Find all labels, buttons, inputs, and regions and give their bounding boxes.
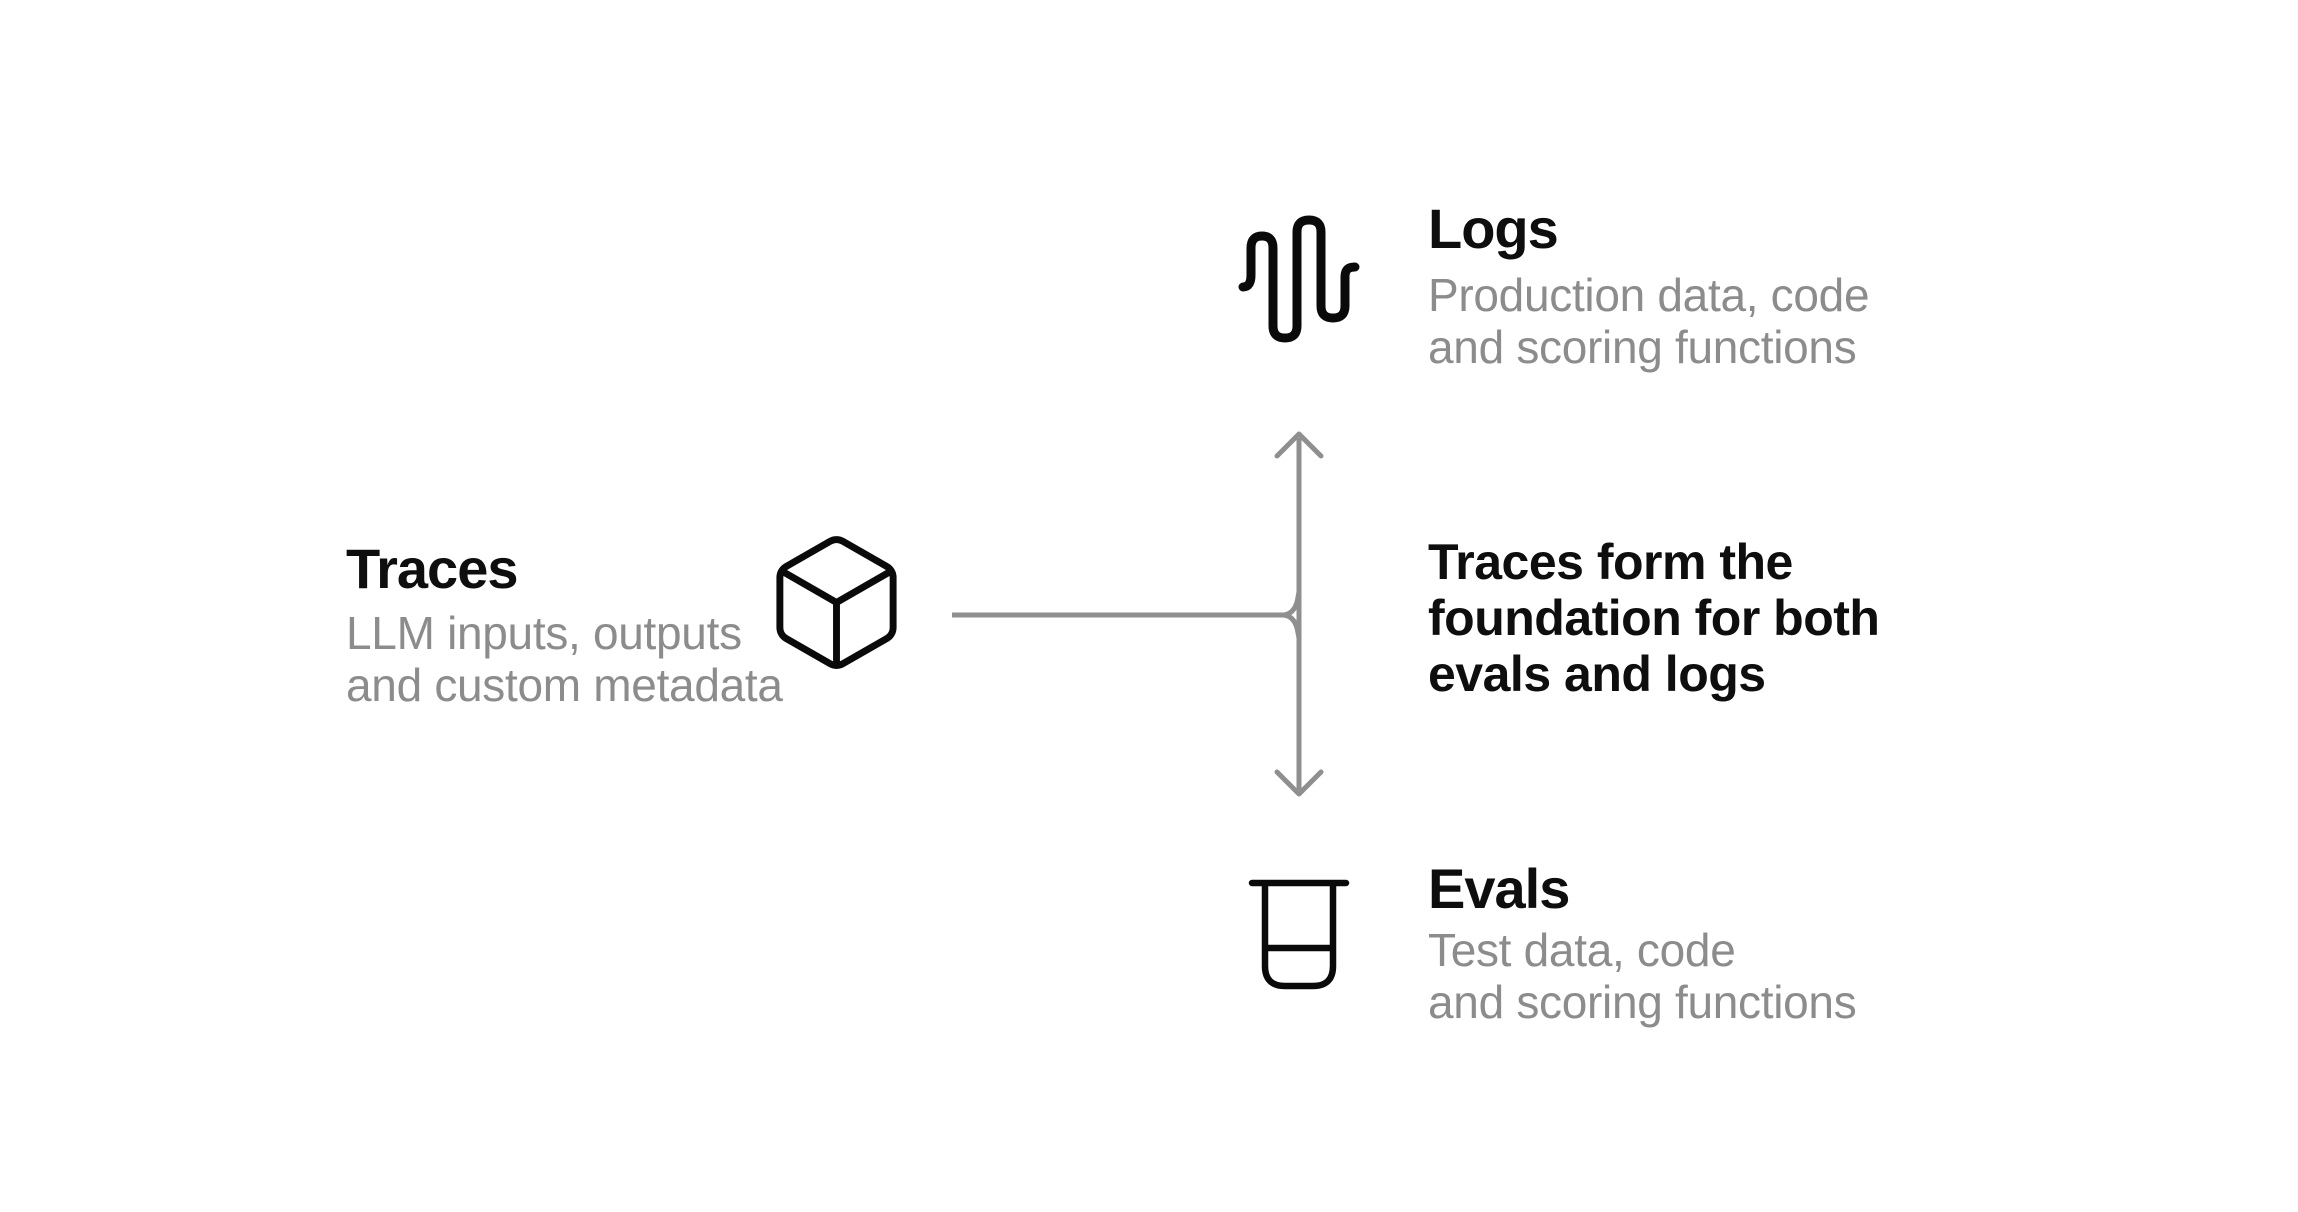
waveform-icon: [1238, 215, 1366, 343]
logs-title: Logs: [1428, 197, 1559, 260]
cube-icon: [761, 527, 912, 678]
evals-subtitle: Test data, code and scoring functions: [1428, 924, 1857, 1029]
logs-subtitle-line-2: and scoring functions: [1428, 320, 1857, 373]
annotation-text: Traces form the foundation for both eval…: [1428, 534, 1880, 702]
evals-subtitle-line-2: and scoring functions: [1428, 975, 1857, 1028]
beaker-icon: [1248, 877, 1350, 993]
annotation-line-2: foundation for both: [1428, 590, 1880, 646]
traces-subtitle-line-1: LLM inputs, outputs: [346, 607, 742, 659]
traces-subtitle: LLM inputs, outputs and custom metadata: [346, 607, 783, 712]
annotation-line-3: evals and logs: [1428, 646, 1766, 702]
traces-subtitle-line-2: and custom metadata: [346, 658, 783, 711]
evals-subtitle-line-1: Test data, code: [1428, 924, 1736, 976]
annotation-line-1: Traces form the: [1428, 534, 1793, 590]
logs-subtitle-line-1: Production data, code: [1428, 269, 1870, 321]
arrowhead-down: [1274, 769, 1324, 797]
logs-subtitle: Production data, code and scoring functi…: [1428, 269, 1870, 374]
evals-title: Evals: [1428, 857, 1570, 920]
traces-title: Traces: [346, 537, 518, 600]
arrowhead-up: [1274, 431, 1324, 459]
